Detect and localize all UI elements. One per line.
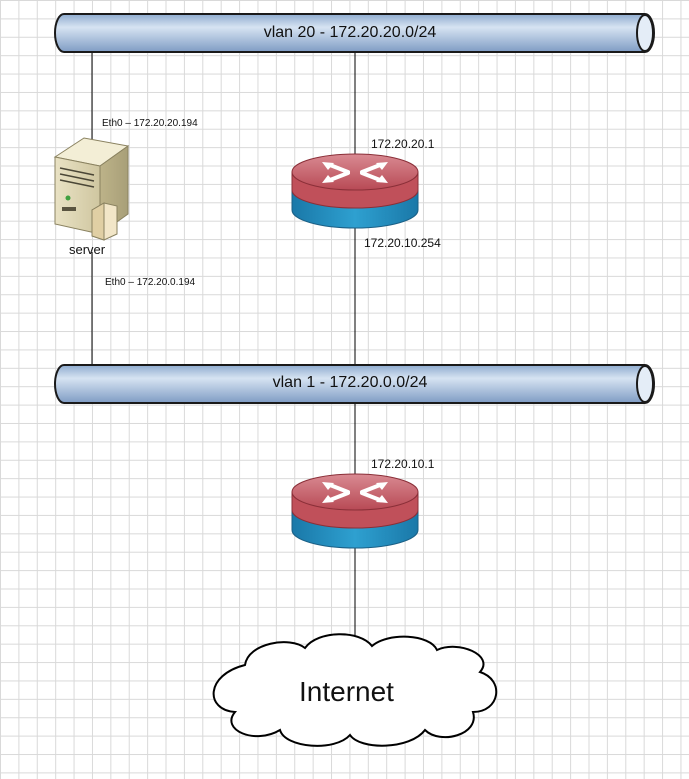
router2-ip-top-label: 172.20.10.1	[371, 457, 435, 471]
router1-ip-top-label: 172.20.20.1	[371, 137, 435, 151]
vlan1-label: vlan 1 - 172.20.0.0/24	[272, 374, 428, 391]
server-eth-bottom-label: Eth0 – 172.20.0.194	[105, 277, 196, 288]
cloud-icon	[212, 633, 498, 747]
router1-icon	[291, 153, 419, 229]
router1-ip-bottom-label: 172.20.10.254	[364, 236, 441, 250]
vlan20-label: vlan 20 - 172.20.20.0/24	[263, 24, 437, 41]
vlan1-bus	[54, 364, 655, 404]
server-eth-top-label: Eth0 – 172.20.20.194	[102, 118, 198, 129]
vlan20-bus	[54, 13, 655, 53]
internet-label: Internet	[299, 676, 394, 707]
router2-icon	[291, 473, 419, 549]
server-icon	[53, 137, 130, 241]
server-name-label: server	[69, 242, 106, 257]
